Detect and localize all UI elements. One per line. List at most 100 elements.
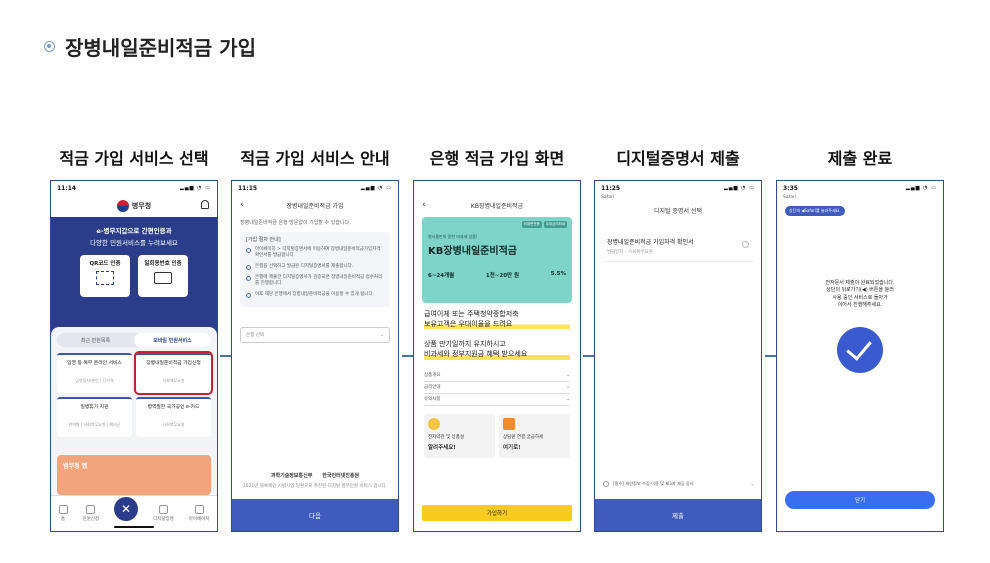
- procedure-step: 은행에 제출한 디지털증명서가 검증되면 장병내일준비적금 접수처리를 진행합니…: [246, 275, 384, 287]
- accordion-item[interactable]: 유의사항⌄: [424, 394, 570, 406]
- hero-banner: e-병무지갑으로 간편인증과 다양한 민원서비스를 누려보세요 QR코드 인증 …: [51, 217, 217, 531]
- bullet-icon: [44, 41, 55, 52]
- procedure-heading: [가입 절차 안내]: [246, 237, 281, 243]
- join-button[interactable]: 가입하기: [422, 505, 572, 521]
- bell-icon[interactable]: [201, 200, 209, 209]
- chevron-down-icon: ⌄: [566, 384, 570, 390]
- signal-icon: ▂▄▆ ◔ ▭: [179, 185, 211, 191]
- product-sub: 병사들만의 알찬 비과세 상품!: [428, 234, 478, 239]
- kisa-logo: 한국인터넷진흥원: [322, 473, 360, 479]
- bottom-nav: 홈 민원신청 ✕ 디지털증명 마이페이지: [51, 495, 217, 531]
- tab-bar: 최근 민원목록 모바일 민원서비스: [57, 333, 211, 347]
- nav-mypage[interactable]: 마이페이지: [189, 505, 209, 522]
- message-line: 사용 중인 서비스로 돌아가: [832, 294, 888, 301]
- contact-small: 상담원 연결 궁금하세: [503, 434, 544, 440]
- safari-back[interactable]: Safari: [601, 195, 615, 200]
- status-bar: 3:35 ▂▄▆ ◔ ▭: [777, 181, 943, 195]
- doc-icon: [86, 505, 96, 514]
- footer-note: 2021년 블록체인 시범사업 일환으로 추진된 디지털 병무민원 서비스 입니…: [242, 484, 388, 489]
- smile-icon: [428, 417, 440, 430]
- step-dot-icon: [246, 293, 251, 299]
- nav-digital-cert[interactable]: 디지털증명: [153, 505, 174, 522]
- otp-auth-button[interactable]: 일회용번호 인증: [138, 255, 188, 297]
- phone-icon: [503, 417, 515, 430]
- card-title: 일병휴가 지원: [80, 405, 109, 410]
- back-icon[interactable]: ‹: [240, 200, 244, 210]
- signal-icon: ▂▄▆ ◔ ▭: [905, 185, 937, 191]
- status-bar: 11:14 ▂▄▆ ◔ ▭: [51, 181, 217, 195]
- card-icon: [154, 272, 172, 284]
- hint-chip: 상단의 ◀Safari를 눌러주세요.: [785, 206, 845, 216]
- page-title-text: 장병내일준비적금 가입: [65, 36, 256, 60]
- procedure-box: [가입 절차 안내] 마이페이지 > 디지털증명서에 이동하여 장병내일준비적금…: [240, 232, 390, 308]
- submit-button[interactable]: 제출: [595, 499, 761, 531]
- guide-box[interactable]: 전자약관 및 상품설 알려주세요!: [424, 413, 495, 458]
- phone-screen-5: 3:35 ▂▄▆ ◔ ▭ Safari 상단의 ◀Safari를 눌러주세요. …: [776, 180, 944, 532]
- product-tag: 비대면전용: [521, 221, 542, 228]
- home-indicator: [114, 526, 154, 528]
- service-card[interactable]: 입영 등 복무 온라인 서비스 입영일자/본인 | 단가역: [57, 353, 132, 393]
- card-title: 장병내일준비적금 가입신청: [146, 361, 201, 366]
- accordion-item[interactable]: 상품개요⌄: [424, 370, 570, 382]
- certificate-item[interactable]: 장병내일준비적금 가입자격 확인서 발급일자 : 사회복무요원: [603, 231, 753, 262]
- message-line: 이어서 진행해주세요.: [837, 301, 883, 308]
- nav-home[interactable]: 홈: [58, 505, 68, 522]
- step-title-2: 적금 가입 서비스 안내: [240, 149, 390, 168]
- step-text: 은행을 선택하고 발급된 디지털증명서를 제출합니다.: [255, 264, 354, 270]
- bank-select[interactable]: 은행 선택 ⌄: [240, 327, 390, 344]
- savings-apply-card[interactable]: 장병내일준비적금 가입신청 사회복무요원: [134, 351, 213, 395]
- nav-label: 홈: [60, 517, 66, 522]
- service-card[interactable]: 병역필한 국가공인 e-카드 사회복무요원: [136, 397, 211, 437]
- status-bar: 11:25 ▂▄▆ ◔ ▭: [595, 181, 761, 195]
- term-value: 6~24개월: [428, 273, 455, 279]
- benefit-line: 급여이체 또는 주택청약종합저축: [424, 310, 519, 318]
- card-sub: 현역병 | 사회복무요원 | 예비군: [68, 422, 121, 427]
- status-bar: 11:15 ▂▄▆ ◔ ▭: [232, 181, 398, 195]
- service-card[interactable]: 일병휴가 지원 현역병 | 사회복무요원 | 예비군: [57, 397, 132, 437]
- tab-mobile-service[interactable]: 모바일 민원서비스: [134, 333, 211, 347]
- back-icon[interactable]: ‹: [422, 200, 426, 210]
- step-title-4: 디지털증명서 제출: [616, 149, 740, 168]
- hero-line-1: e-병무지갑으로 간편인증과: [96, 227, 172, 235]
- user-icon: [194, 505, 204, 514]
- contact-box[interactable]: 상담원 연결 궁금하세 여기로!: [499, 413, 570, 458]
- status-time: 11:15: [238, 184, 258, 192]
- hero-line-2: 다양한 민원서비스를 누려보세요: [90, 239, 178, 247]
- page-title: 장병내일준비적금 가입: [44, 32, 256, 61]
- header-title: KB장병내일준비적금: [470, 202, 524, 210]
- intro-text: 장병내일준비적금 은행 방문없이 가입할 수 있습니다.: [240, 220, 351, 226]
- amount-value: 1천~20만 원: [485, 273, 520, 279]
- benefit-text: 급여이체 또는 주택청약종합저축 보유고객은 우대이율을 드려요 상품 만기일까…: [414, 303, 580, 366]
- step-title-1: 적금 가입 서비스 선택: [59, 149, 209, 168]
- nav-apply[interactable]: 민원신청: [83, 505, 99, 522]
- accordion-label: 유의사항: [424, 397, 441, 403]
- procedure-step: 은행을 선택하고 발급된 디지털증명서를 제출합니다.: [246, 264, 384, 271]
- qr-auth-label: QR코드 인증: [89, 261, 121, 267]
- header-title: 장병내일준비적금 가입: [286, 202, 344, 210]
- procedure-step: 이후 해당 은행에서 장병내일준비적금을 이용할 수 있게 됩니다.: [246, 292, 384, 299]
- promo-banner[interactable]: 병무청 앱: [57, 455, 211, 495]
- next-button[interactable]: 다음: [232, 499, 398, 531]
- step-dot-icon: [246, 265, 251, 271]
- footer-info: 과학기술정보통신부 한국인터넷진흥원 2021년 블록체인 시범사업 일환으로 …: [232, 472, 398, 489]
- qr-auth-button[interactable]: QR코드 인증: [80, 255, 130, 297]
- card-title: 입영 등 복무 온라인 서비스: [67, 361, 122, 366]
- radio-icon[interactable]: [742, 241, 749, 248]
- cert-icon: [158, 505, 168, 514]
- benefit-line: 보유고객은 우대이율을 드려요: [424, 319, 570, 330]
- home-icon: [58, 505, 68, 514]
- benefit-line: 비과세와 정부지원금 혜택 받으세요: [424, 349, 570, 360]
- checkbox-icon[interactable]: [603, 481, 609, 487]
- close-button[interactable]: 닫기: [785, 491, 935, 509]
- accordion-item[interactable]: 금리안내⌄: [424, 382, 570, 394]
- product-card: 비대면전용 우대금리최대 병사들만의 알찬 비과세 상품! KB장병내일준비적금…: [422, 217, 572, 303]
- step-text: 은행에 제출한 디지털증명서가 검증되면 장병내일준비적금 접수처리를 진행합니…: [255, 275, 383, 287]
- nav-label: 디지털증명: [153, 517, 174, 522]
- status-time: 3:35: [783, 184, 798, 192]
- safari-back[interactable]: Safari: [783, 195, 797, 200]
- tab-recent[interactable]: 최근 민원목록: [80, 337, 111, 344]
- consent-row[interactable]: [필수] 개인정보 수집·이용 및 제3자 제공 동의 ›: [603, 481, 753, 487]
- center-action-icon[interactable]: ✕: [114, 496, 139, 521]
- accordion: 상품개요⌄ 금리안내⌄ 유의사항⌄: [424, 370, 570, 406]
- screen-header: ‹ 장병내일준비적금 가입: [232, 195, 398, 215]
